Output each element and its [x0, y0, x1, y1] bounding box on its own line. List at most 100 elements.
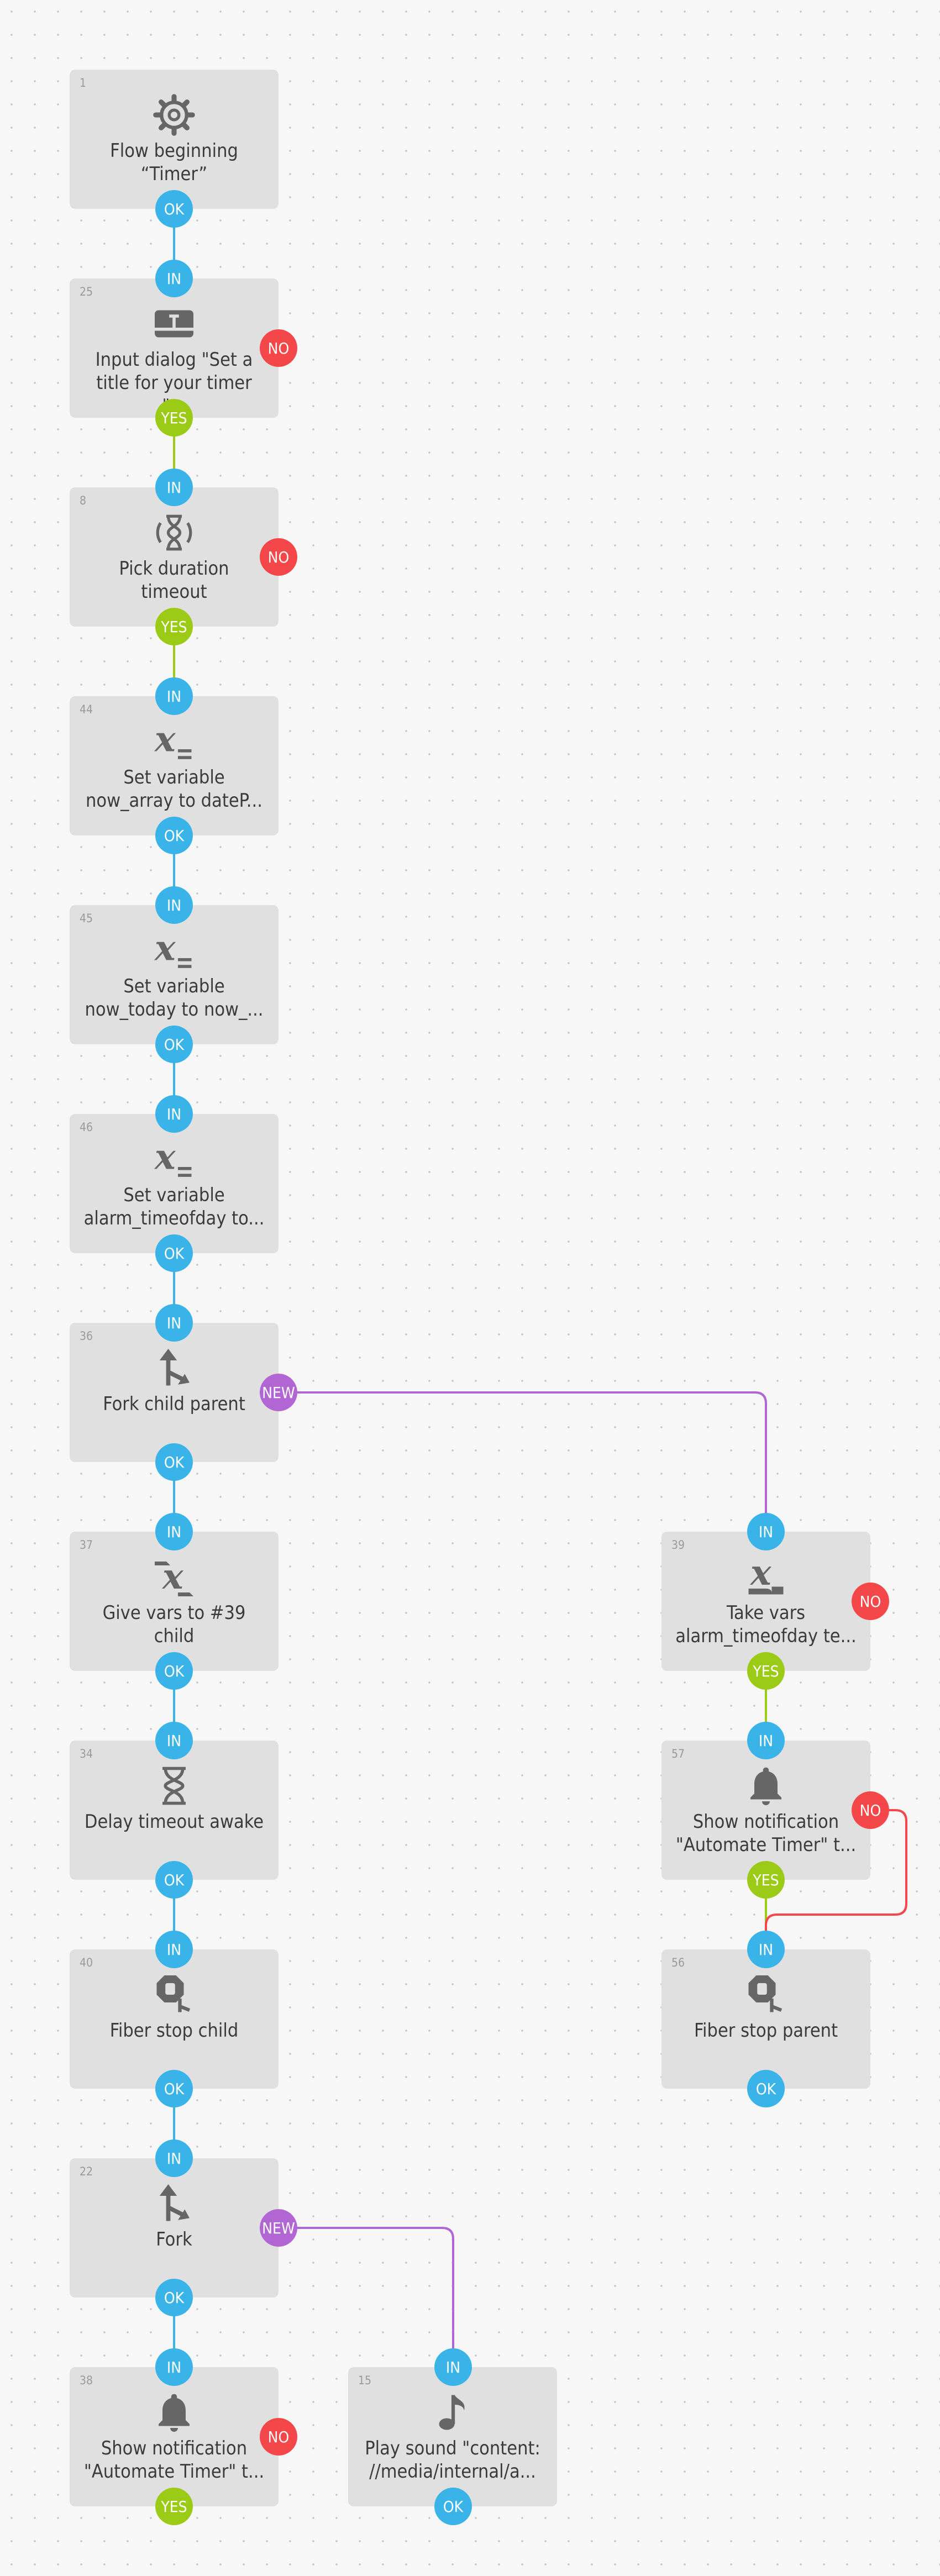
ok-connector[interactable]: OK	[155, 1443, 193, 1481]
in-connector[interactable]: IN	[155, 1722, 193, 1759]
block-label: Play sound "content: //media/internal/a.…	[365, 2437, 540, 2483]
yes-connector[interactable]: YES	[747, 1861, 785, 1899]
block-show-notification[interactable]: 57 Show notification "Automate Timer" t.…	[661, 1741, 870, 1880]
ok-connector[interactable]: OK	[155, 190, 193, 228]
in-connector[interactable]: IN	[155, 2348, 193, 2386]
block-label: Fiber stop child	[109, 2020, 239, 2042]
in-connector[interactable]: IN	[155, 1304, 193, 1342]
in-connector[interactable]: IN	[155, 1513, 193, 1550]
variable-icon: x	[70, 927, 279, 974]
in-connector[interactable]: IN	[155, 260, 193, 297]
ok-connector[interactable]: OK	[155, 1652, 193, 1690]
take-vars-icon: x	[661, 1554, 870, 1600]
no-connector[interactable]: NO	[852, 1791, 889, 1829]
yes-connector[interactable]: YES	[155, 608, 193, 645]
block-label: Take vars alarm_timeofday te...	[675, 1602, 857, 1647]
variable-icon: x	[70, 1136, 279, 1182]
variable-icon: x	[70, 718, 279, 765]
block-fork-child-parent[interactable]: 36 Fork child parent	[70, 1323, 279, 1462]
block-number: 8	[80, 494, 87, 507]
wire-22-15-new	[279, 2227, 454, 2367]
in-connector[interactable]: IN	[747, 1513, 785, 1550]
block-pick-duration[interactable]: 8 Pick duration timeout	[70, 487, 279, 627]
block-number: 15	[358, 2374, 372, 2387]
svg-text:x: x	[154, 1137, 176, 1177]
block-input-dialog[interactable]: 25 Input dialog "Set a title for your ti…	[70, 278, 279, 418]
ok-connector[interactable]: OK	[747, 2070, 785, 2107]
new-connector[interactable]: NEW	[260, 1374, 297, 1411]
block-label: Set variable now_today to now_...	[85, 975, 264, 1021]
yes-connector[interactable]: YES	[155, 2488, 193, 2525]
block-label: Show notification "Automate Timer" t...	[675, 1811, 857, 1856]
block-show-notification[interactable]: 38 Show notification "Automate Timer" t.…	[70, 2367, 279, 2506]
block-label: Set variable alarm_timeofday to...	[83, 1184, 265, 1229]
block-give-vars[interactable]: 37 x Give vars to #39 child	[70, 1532, 279, 1671]
svg-text:x: x	[154, 928, 176, 969]
ok-connector[interactable]: OK	[155, 817, 193, 854]
block-number: 40	[80, 1956, 93, 1969]
block-set-variable[interactable]: 44 x Set variable now_array to dateP...	[70, 696, 279, 835]
wire-36-39-new	[279, 1391, 767, 1532]
block-delay[interactable]: 34 Delay timeout awake	[70, 1741, 279, 1880]
block-label: Flow beginning “Timer”	[110, 140, 238, 185]
block-label: Give vars to #39 child	[102, 1602, 246, 1647]
block-set-variable[interactable]: 46 x Set variable alarm_timeofday to...	[70, 1114, 279, 1253]
block-number: 44	[80, 703, 93, 716]
no-connector[interactable]: NO	[260, 538, 297, 576]
block-fiber-stop-child[interactable]: 40 Fiber stop child	[70, 1949, 279, 2089]
block-flow-beginning[interactable]: 1 Flow beginning “Timer”	[70, 70, 279, 209]
no-connector[interactable]: NO	[852, 1583, 889, 1620]
fiber-stop-icon	[70, 1972, 279, 2018]
no-connector[interactable]: NO	[260, 329, 297, 367]
block-label: Show notification "Automate Timer" t...	[83, 2437, 265, 2483]
in-connector[interactable]: IN	[155, 1931, 193, 1968]
block-take-vars[interactable]: 39 x Take vars alarm_timeofday te...	[661, 1532, 870, 1671]
block-label: Fork	[156, 2228, 192, 2251]
give-vars-icon: x	[70, 1554, 279, 1600]
block-number: 1	[80, 76, 87, 90]
block-number: 39	[671, 1538, 685, 1552]
hourglass-pick-icon	[70, 509, 279, 556]
block-number: 25	[80, 285, 93, 298]
block-number: 34	[80, 1747, 93, 1760]
bell-icon	[661, 1763, 870, 1809]
svg-text:x: x	[749, 1554, 772, 1593]
in-connector[interactable]: IN	[434, 2348, 472, 2386]
ok-connector[interactable]: OK	[155, 1026, 193, 1063]
block-fiber-stop-parent[interactable]: 56 Fiber stop parent	[661, 1949, 870, 2089]
in-connector[interactable]: IN	[155, 2139, 193, 2177]
fork-icon	[70, 1345, 279, 1391]
fiber-stop-icon	[661, 1972, 870, 2018]
ok-connector[interactable]: OK	[155, 1234, 193, 1272]
hourglass-icon	[70, 1763, 279, 1809]
in-connector[interactable]: IN	[747, 1722, 785, 1759]
ok-connector[interactable]: OK	[434, 2488, 472, 2525]
block-number: 38	[80, 2374, 93, 2387]
block-number: 37	[80, 1538, 93, 1552]
svg-text:x: x	[161, 1556, 184, 1597]
block-label: Delay timeout awake	[84, 1811, 264, 1833]
in-connector[interactable]: IN	[155, 886, 193, 924]
block-play-sound[interactable]: 15 Play sound "content: //media/internal…	[348, 2367, 557, 2506]
music-note-icon	[348, 2389, 557, 2436]
yes-connector[interactable]: YES	[747, 1652, 785, 1690]
new-connector[interactable]: NEW	[260, 2209, 297, 2247]
block-number: 56	[671, 1956, 685, 1969]
ok-connector[interactable]: OK	[155, 2279, 193, 2316]
block-set-variable[interactable]: 45 x Set variable now_today to now_...	[70, 905, 279, 1044]
block-number: 57	[671, 1747, 685, 1760]
in-connector[interactable]: IN	[155, 677, 193, 715]
block-label: Set variable now_array to dateP...	[86, 766, 262, 812]
in-connector[interactable]: IN	[747, 1931, 785, 1968]
in-connector[interactable]: IN	[155, 469, 193, 506]
ok-connector[interactable]: OK	[155, 2070, 193, 2107]
in-connector[interactable]: IN	[155, 1095, 193, 1133]
block-number: 45	[80, 912, 93, 925]
block-label: Fiber stop parent	[694, 2020, 838, 2042]
gear-icon	[70, 92, 279, 138]
block-fork[interactable]: 22 Fork	[70, 2158, 279, 2298]
ok-connector[interactable]: OK	[155, 1861, 193, 1899]
yes-connector[interactable]: YES	[155, 399, 193, 437]
no-connector[interactable]: NO	[260, 2418, 297, 2456]
block-label: Pick duration timeout	[119, 558, 229, 603]
